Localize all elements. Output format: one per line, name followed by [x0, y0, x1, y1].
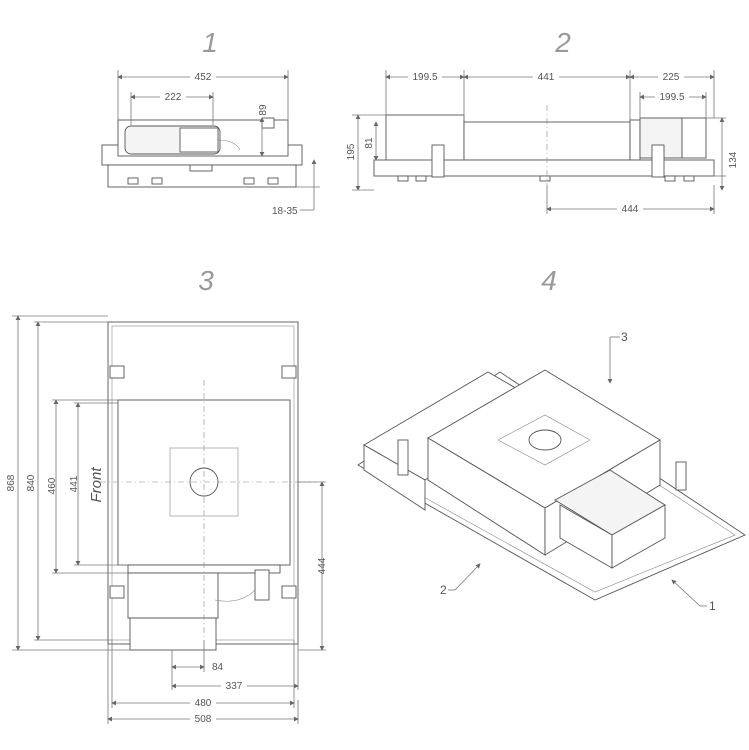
- dim-84: 84: [212, 662, 224, 673]
- dim-18-35: 18-35: [272, 206, 298, 217]
- view-1-feet: [127, 177, 279, 185]
- dim-134: 134: [728, 151, 739, 168]
- view-2-number: 2: [554, 27, 571, 58]
- view-3-duct: [129, 617, 217, 651]
- view-3-cable: [214, 589, 256, 602]
- dim-195: 195: [346, 143, 357, 160]
- view-1-number: 1: [202, 27, 218, 58]
- dim-89: 89: [258, 104, 269, 116]
- view-2-connector: [629, 119, 641, 161]
- view-4: 4 3 2 1: [357, 265, 746, 613]
- view-4-post-right: [675, 461, 687, 491]
- view-2-duct-end: [681, 117, 707, 159]
- dim-222: 222: [165, 92, 182, 103]
- view-3: 3 Front 868 840 460: [6, 265, 328, 725]
- view-2-post-left: [431, 144, 445, 178]
- dim-460: 460: [47, 477, 58, 494]
- view-4-mount-plate: [497, 414, 591, 466]
- dim-840: 840: [26, 474, 37, 491]
- callout-1: 1: [709, 599, 716, 613]
- view-3-number: 3: [198, 265, 214, 296]
- callout-2: 2: [440, 583, 447, 597]
- dim-868: 868: [6, 474, 17, 491]
- view-3-motor: [127, 572, 219, 619]
- dim-81: 81: [364, 137, 375, 149]
- view-2-feet: [397, 175, 695, 182]
- view-3-front-label: Front: [88, 467, 105, 503]
- dim-444-v3: 444: [317, 557, 328, 574]
- dim-452: 452: [195, 72, 212, 83]
- view-2: 2 199.5 441 225 199: [346, 27, 739, 215]
- callout-3: 3: [621, 330, 628, 344]
- dim-441-v3: 441: [69, 475, 80, 492]
- view-4-number: 4: [541, 265, 557, 296]
- dim-480: 480: [195, 698, 212, 709]
- view-4-duct-side: [611, 504, 666, 569]
- view-1-fan-box: [179, 127, 219, 153]
- dim-199-5-right: 199.5: [659, 92, 684, 103]
- view-2-post-right: [651, 144, 665, 178]
- dim-199-5-left: 199.5: [412, 72, 437, 83]
- view-1-bracket: [261, 117, 275, 129]
- dim-508: 508: [195, 714, 212, 725]
- view-2-left-block: [385, 114, 465, 166]
- view-1-cable: [217, 139, 241, 151]
- view-1-terminal: [189, 164, 213, 172]
- view-4-post-left: [397, 439, 409, 476]
- dim-444-v2: 444: [622, 204, 639, 215]
- view-3-clips: [109, 365, 297, 599]
- view-1: 1 452 222 89 18-35: [101, 27, 320, 217]
- view-4-outlet: [528, 429, 562, 451]
- dim-337: 337: [226, 681, 243, 692]
- dim-441-top: 441: [538, 72, 555, 83]
- view-3-switch: [254, 569, 270, 601]
- dim-225: 225: [663, 72, 680, 83]
